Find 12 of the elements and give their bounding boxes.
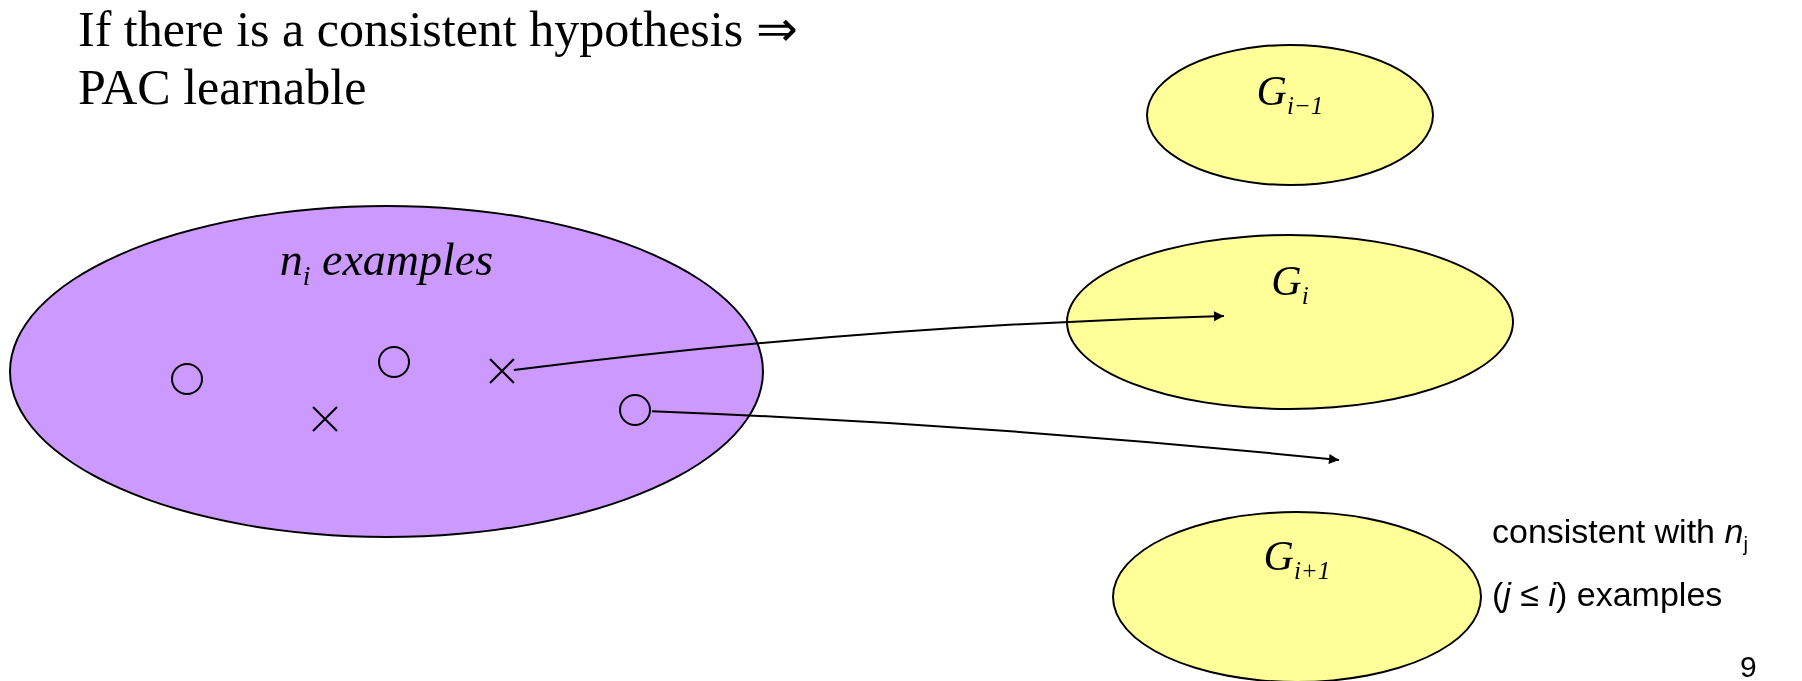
set-label: n$_{i}$ examples: [279, 235, 494, 292]
arrow: [650, 410, 1340, 464]
set-label: G$_{i}$: [1271, 258, 1309, 311]
circle-mark: [377, 345, 411, 379]
set-label: G$_{i−1}$: [1256, 68, 1324, 121]
arrow: [512, 311, 1225, 372]
note-text: consistent with n$_{j}$ (j ≤ i) examples: [1492, 511, 1749, 615]
circle-mark: [618, 393, 652, 427]
set-label: G$_{i+1}$: [1263, 533, 1331, 586]
page-number: 9: [1740, 650, 1757, 681]
heading: If there is a consistent hypothesis ⇒ PAC learnable: [78, 0, 799, 116]
circle-mark: [170, 362, 204, 396]
